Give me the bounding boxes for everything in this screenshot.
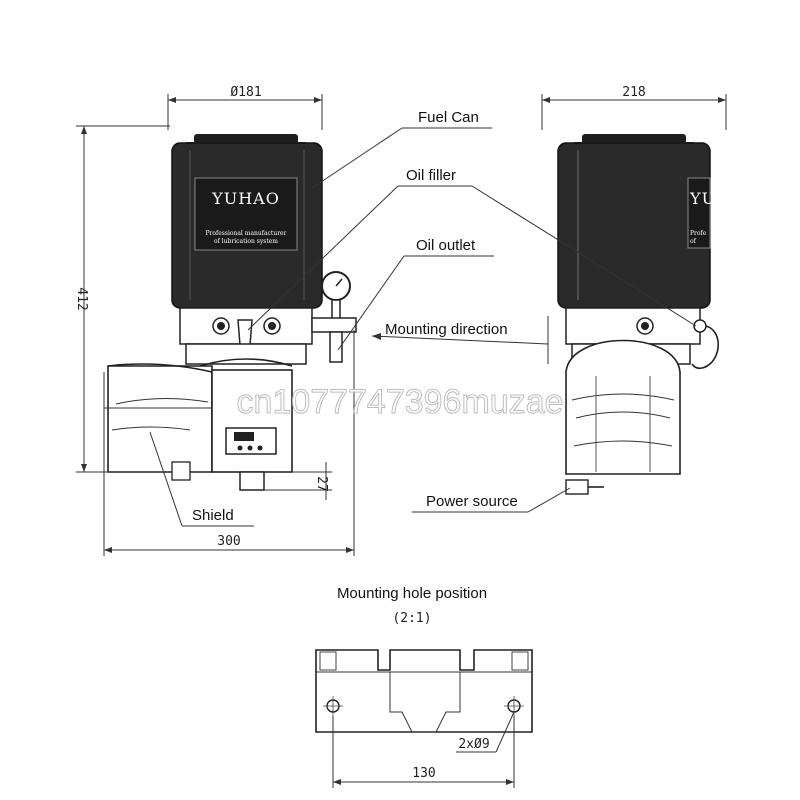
mounting-title: Mounting hole position xyxy=(337,585,487,602)
mounting-bracket xyxy=(315,649,533,733)
callouts: Fuel Can Oil filler Oil outlet Mounting … xyxy=(149,109,697,527)
side-tagline-2: of xyxy=(690,238,697,245)
side-tagline-1: Profe xyxy=(690,230,707,237)
dim-height: 412 xyxy=(74,287,89,310)
dim-side-width: 218 xyxy=(622,85,645,100)
brand-logo: YUHAO xyxy=(211,189,280,208)
label-power-source: Power source xyxy=(426,493,518,510)
mounting-scale: (2:1) xyxy=(392,611,431,626)
dim-front-width: Ø181 xyxy=(230,85,261,100)
label-mounting-direction: Mounting direction xyxy=(385,321,508,338)
fuel-can-side xyxy=(557,142,711,309)
label-oil-filler: Oil filler xyxy=(406,167,456,184)
tagline-line-1: Professional manufacturer xyxy=(206,230,287,237)
power-connector xyxy=(565,479,589,495)
label-fuel-can: Fuel Can xyxy=(418,109,479,126)
side-view: YU Profe of xyxy=(557,134,719,495)
dim-total-width: 300 xyxy=(217,534,240,549)
dimension-lines: Ø181 218 412 27 300 xyxy=(74,85,727,556)
tagline-line-2: of lubrication system xyxy=(214,238,278,245)
dim-hole-spacing: 130 xyxy=(412,766,435,781)
side-brand: YU xyxy=(689,189,716,208)
watermark: cn1077747396muzae xyxy=(236,383,563,421)
dim-base-height: 27 xyxy=(314,476,329,492)
shield xyxy=(107,365,213,473)
label-oil-outlet: Oil outlet xyxy=(416,237,476,254)
label-plate xyxy=(194,177,298,251)
motor-housing-side xyxy=(565,339,681,475)
front-view: YUHAO Professional manufacturer of lubri… xyxy=(104,134,357,491)
dim-hole-spec: 2xØ9 xyxy=(458,737,489,752)
mounting-detail: Mounting hole position (2:1) 2xØ9 130 xyxy=(315,585,533,788)
label-shield: Shield xyxy=(192,507,234,524)
